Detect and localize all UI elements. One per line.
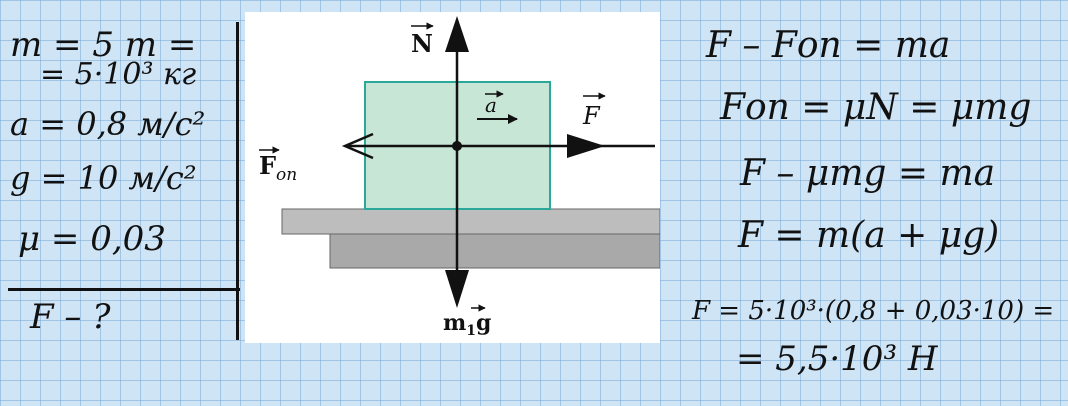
resistance-force-label: Fоп	[259, 151, 297, 185]
weight-subscript: 1	[466, 323, 476, 339]
given-mass-line1: m = 5 т =	[10, 25, 197, 65]
solution-line4: F = m(a + μg)	[738, 215, 1000, 256]
solution-line2: Fоп = μN = μmg	[720, 87, 1032, 128]
force-diagram: N a F Fоп m1g	[245, 12, 660, 343]
given-find: F – ?	[30, 297, 111, 337]
normal-force-arrowhead	[445, 16, 469, 52]
center-point	[452, 141, 462, 151]
solution-line3: F – μmg = ma	[740, 153, 996, 194]
solution-line6: = 5,5·10³ Н	[736, 339, 938, 379]
given-friction-coef: μ = 0,03	[18, 219, 166, 259]
table-top	[281, 208, 660, 235]
weight-g: g	[476, 310, 491, 336]
given-gravity: g = 10 м/с²	[10, 159, 197, 197]
acceleration-label: a	[485, 93, 497, 117]
applied-force-arrowhead	[567, 134, 605, 158]
given-underline	[8, 288, 240, 291]
given-divider	[236, 22, 239, 340]
given-acceleration: a = 0,8 м/с²	[10, 105, 206, 143]
solution-line1: F – Fоп = ma	[706, 25, 951, 66]
resistance-force-subscript: оп	[276, 165, 297, 185]
solution-line5: F = 5·10³·(0,8 + 0,03·10) =	[692, 296, 1055, 326]
given-mass-line2: = 5·10³ кг	[40, 57, 197, 92]
resistance-force-arrowhead	[341, 132, 374, 160]
normal-force-label: N	[411, 29, 433, 58]
force-diagram-svg: N a F Fоп m1g	[259, 16, 660, 339]
weight-label: m1g	[443, 310, 491, 339]
weight-arrowhead	[445, 270, 469, 308]
applied-force-label: F	[582, 102, 601, 130]
